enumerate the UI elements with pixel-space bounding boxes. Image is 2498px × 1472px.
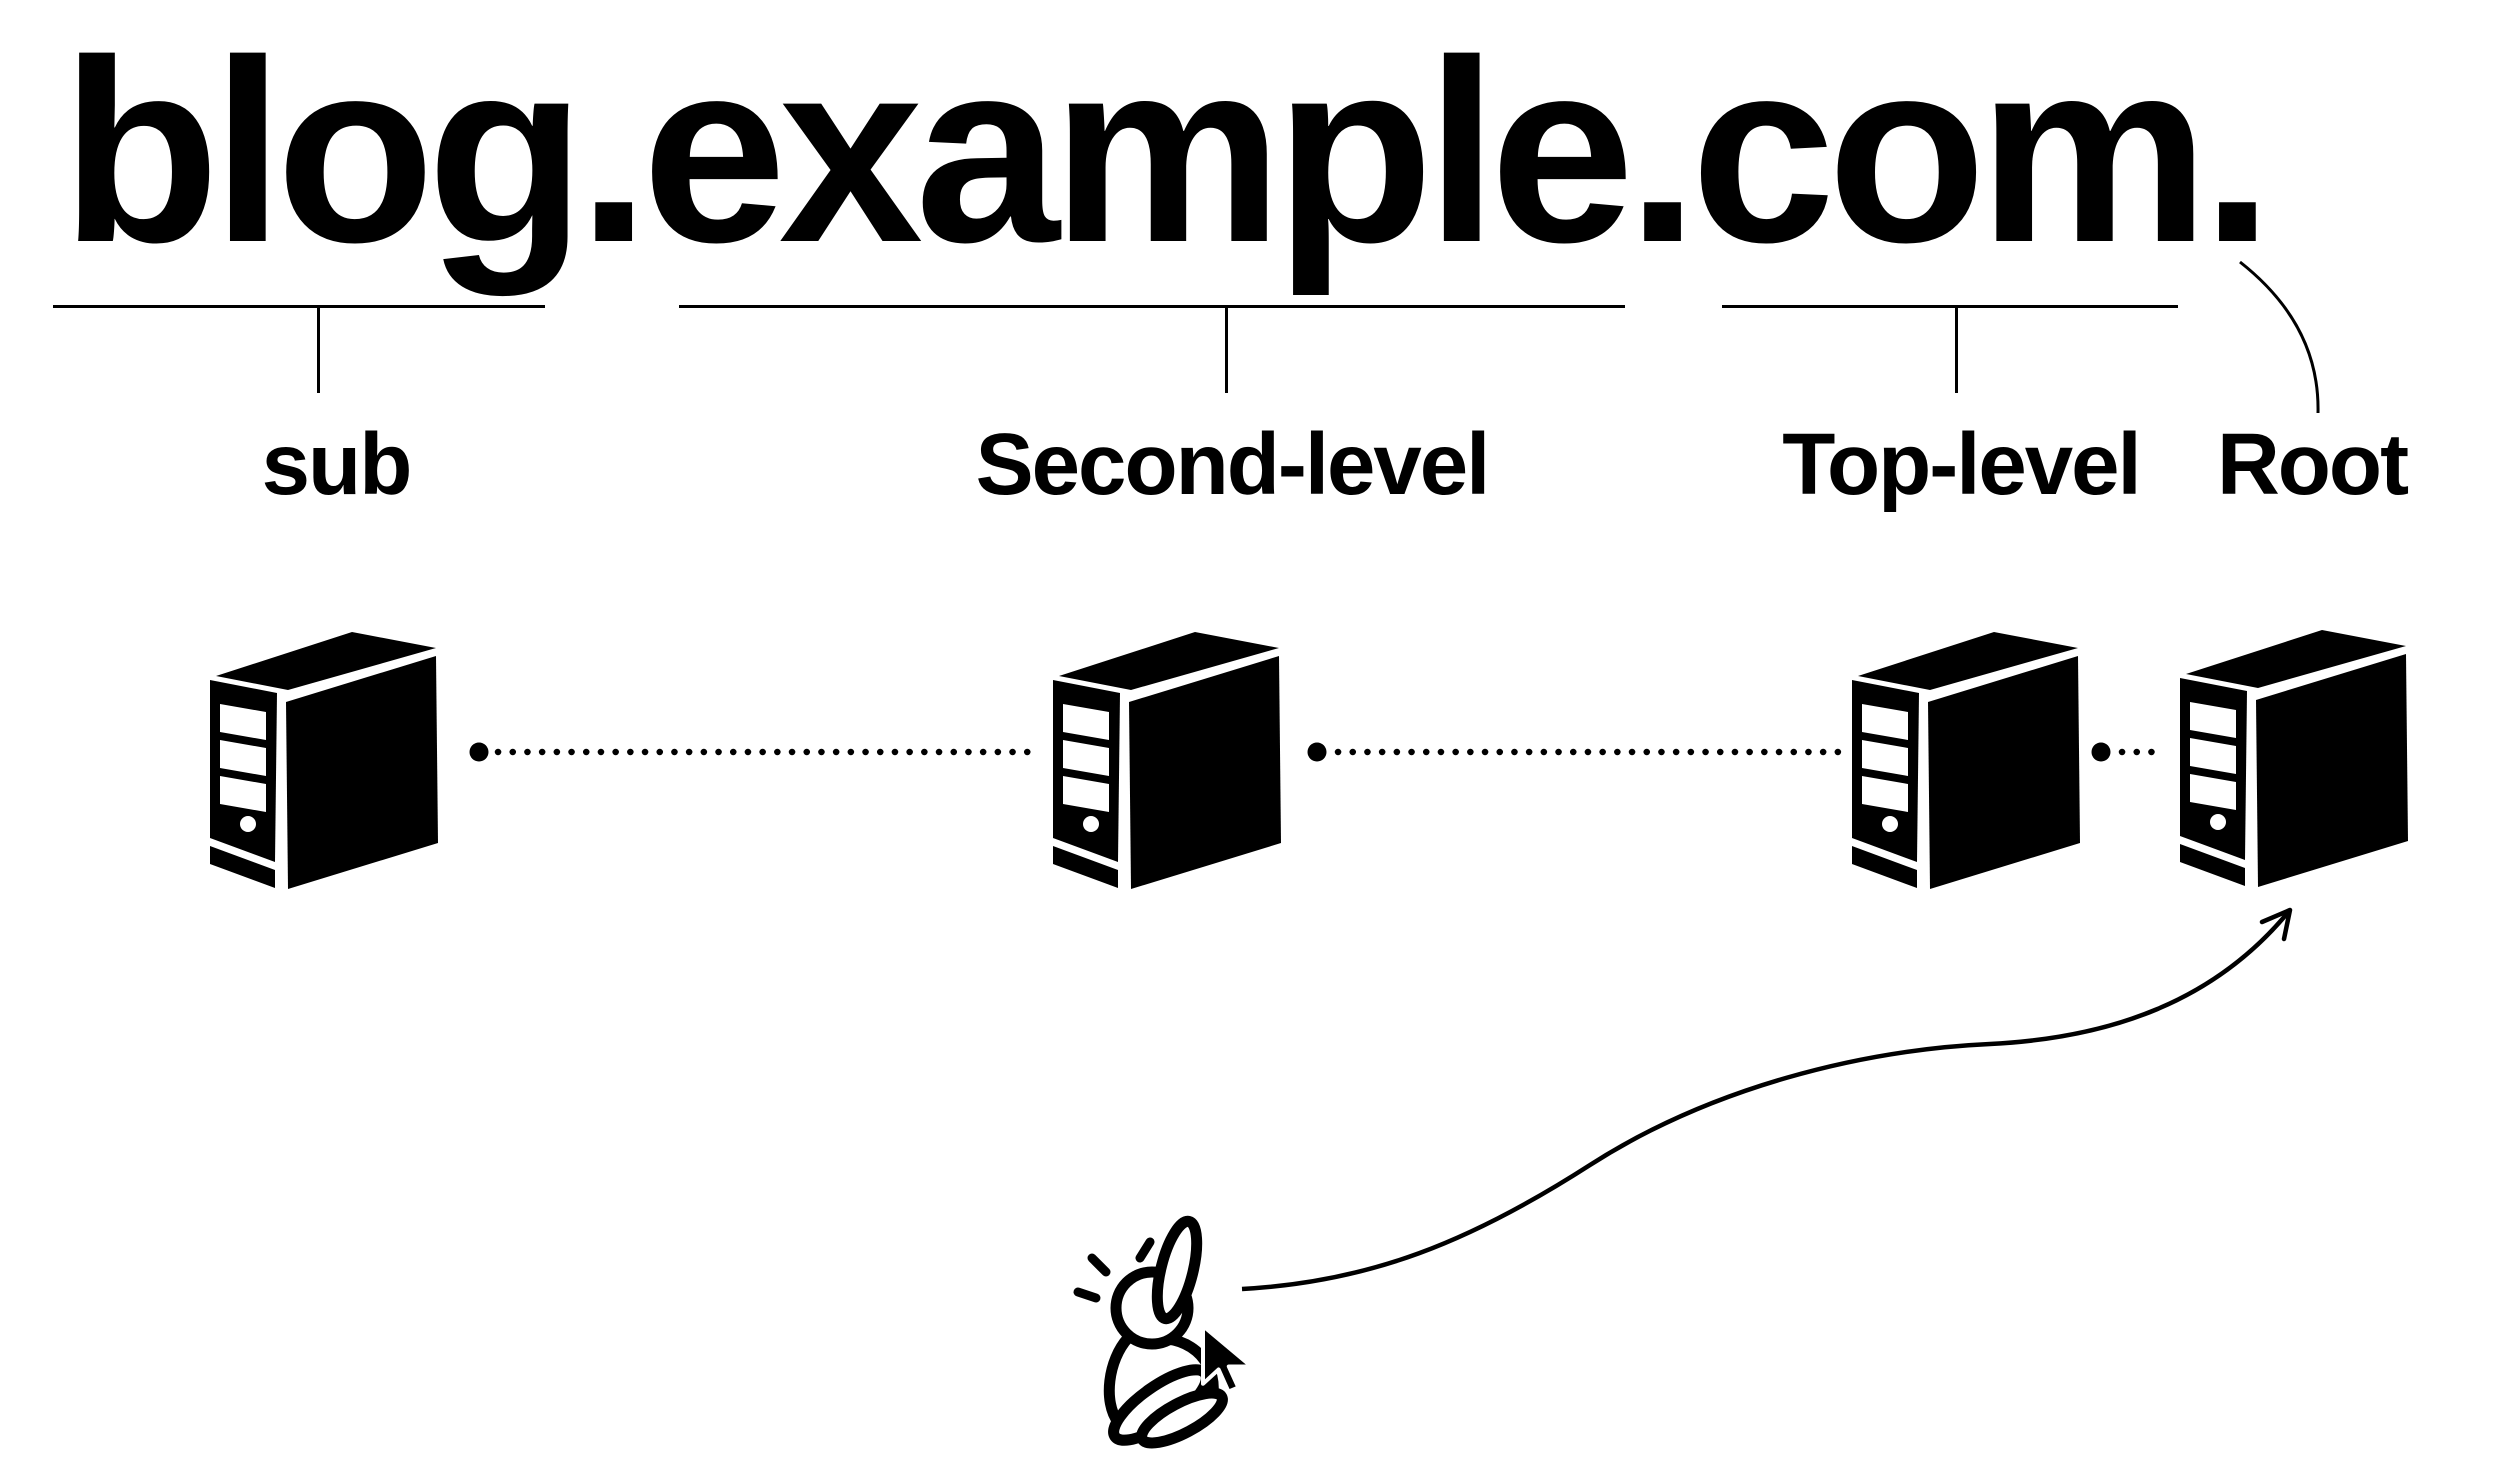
root-dot-link-curve [2239, 260, 2320, 414]
underline-second-level-segment [679, 305, 1625, 308]
tick-top-level [1955, 305, 1958, 393]
label-top-level: Top-level [1782, 416, 2141, 513]
dns-server-icon-sub [210, 632, 438, 889]
label-root: Root [2216, 416, 2409, 513]
label-sub: sub [261, 416, 413, 513]
person-leg [1136, 1387, 1228, 1449]
underline-top-level-segment [1722, 305, 2178, 308]
domain-title: blog.example.com. [61, 7, 2274, 297]
dotted-connector-second-to-top [1307, 742, 1842, 762]
arrowhead [2259, 907, 2293, 942]
dns-server-icon-top-level [1852, 632, 2080, 889]
person-raised-arm [1151, 1215, 1203, 1325]
dns-server-icon-root [2180, 630, 2408, 887]
mouse-cursor-icon [1201, 1324, 1254, 1394]
tick-sub [317, 305, 320, 393]
dotted-connector-top-to-root [2091, 742, 2170, 762]
query-arrow-person-to-root-server [1241, 907, 2293, 1292]
tick-second-level [1225, 305, 1228, 393]
dns-server-icon-second-level [1053, 632, 1281, 889]
spark-lines [1073, 1237, 1155, 1303]
label-second-level: Second-level [975, 416, 1491, 513]
underline-sub-segment [53, 305, 545, 308]
dotted-connector-sub-to-second [469, 742, 1042, 762]
